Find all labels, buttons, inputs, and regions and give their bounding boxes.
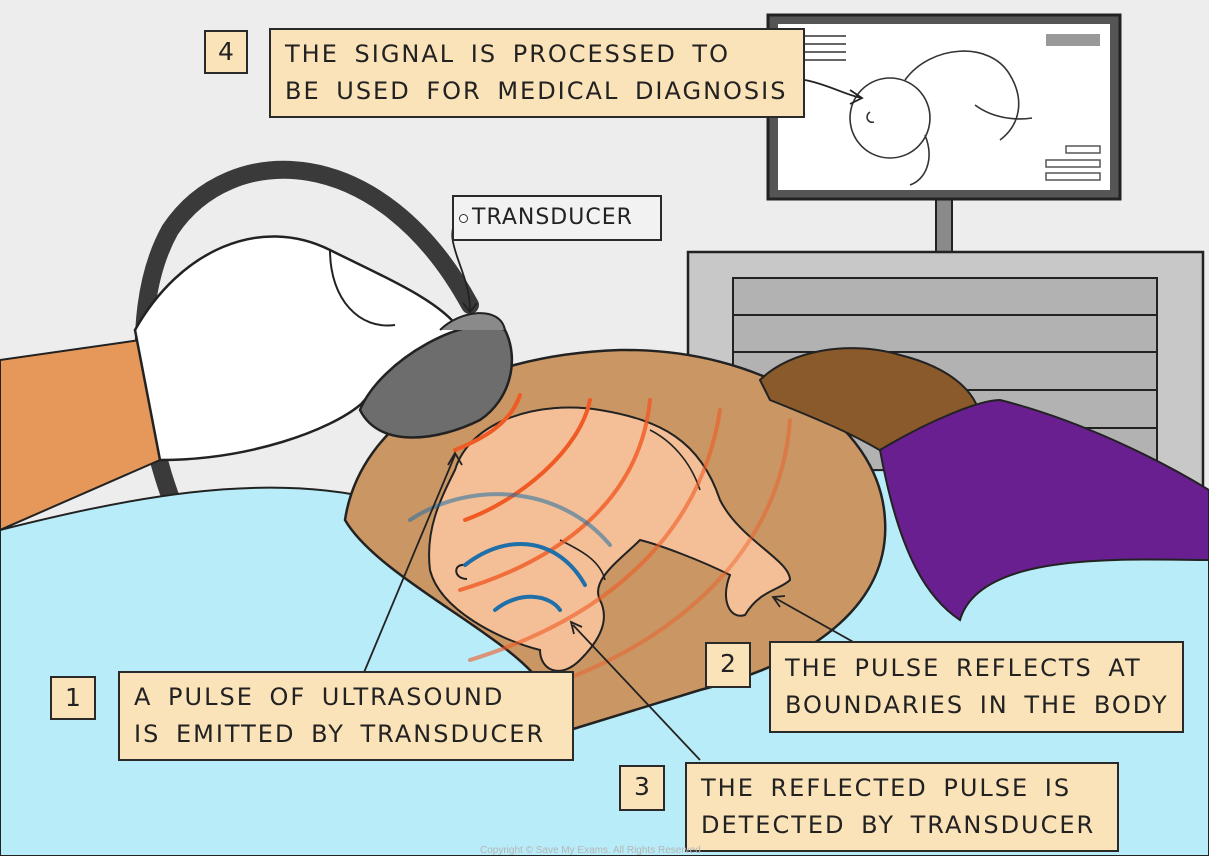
step-2-line2: BOUNDARIES IN THE BODY (785, 687, 1172, 724)
step-1-line1: A PULSE OF ULTRASOUND (134, 679, 562, 716)
step-3-number: 3 (619, 765, 665, 811)
step-4-label: THE SIGNAL IS PROCESSED TO BE USED FOR M… (269, 28, 805, 118)
step-3-line1: THE REFLECTED PULSE IS (701, 770, 1107, 807)
monitor-icon (768, 15, 1120, 255)
step-1-line2: IS EMITTED BY TRANSDUCER (134, 716, 562, 753)
step-2-line1: THE PULSE REFLECTS AT (785, 650, 1172, 687)
tag-hole-icon (459, 214, 468, 223)
step-4-line1: THE SIGNAL IS PROCESSED TO (285, 36, 793, 73)
step-1-number: 1 (50, 676, 96, 720)
step-3-label: THE REFLECTED PULSE IS DETECTED BY TRANS… (685, 762, 1119, 852)
transducer-label: TRANSDUCER (472, 205, 633, 230)
step-4-line2: BE USED FOR MEDICAL DIAGNOSIS (285, 73, 793, 110)
transducer-tag: TRANSDUCER (452, 195, 662, 241)
step-3-line2: DETECTED BY TRANSDUCER (701, 807, 1107, 844)
step-2-label: THE PULSE REFLECTS AT BOUNDARIES IN THE … (769, 641, 1184, 733)
step-1-label: A PULSE OF ULTRASOUND IS EMITTED BY TRAN… (118, 671, 574, 761)
step-4-number: 4 (204, 30, 248, 74)
step-2-number: 2 (705, 642, 751, 688)
copyright-text: Copyright © Save My Exams. All Rights Re… (480, 845, 701, 856)
